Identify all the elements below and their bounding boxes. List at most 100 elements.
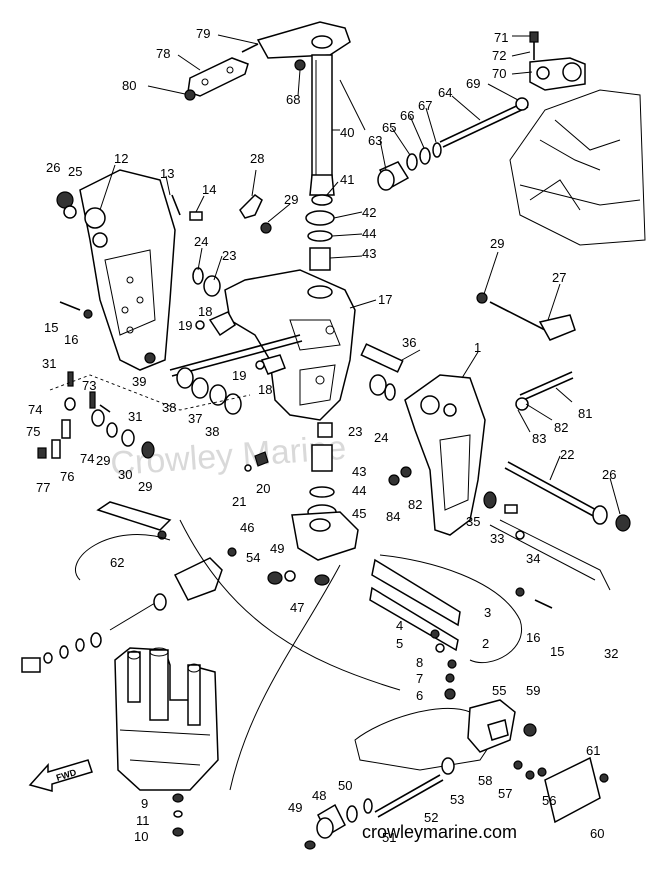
callout-39: 39 [132, 374, 146, 389]
callout-37: 37 [188, 411, 202, 426]
part-12-clamp-bracket [79, 169, 176, 371]
callout-59: 59 [526, 683, 540, 698]
callout-38-b: 38 [205, 424, 219, 439]
part-43-block [317, 422, 333, 438]
callout-18-upper: 18 [198, 304, 212, 319]
callout-15-left: 15 [44, 320, 58, 335]
part-36-pin [360, 343, 404, 373]
part-38-bushing-b [209, 384, 227, 406]
callout-78: 78 [156, 46, 170, 61]
callout-79: 79 [196, 26, 210, 41]
callout-19-upper: 19 [178, 318, 192, 333]
power-trim-tilt-unit [114, 647, 219, 791]
part-57 [525, 770, 535, 780]
callout-58: 58 [478, 773, 492, 788]
callout-35: 35 [466, 514, 480, 529]
part-31-rod [99, 404, 111, 413]
callout-33: 33 [490, 531, 504, 546]
callout-12: 12 [114, 151, 128, 166]
callout-16-right: 16 [526, 630, 540, 645]
part-37-bushing [191, 377, 209, 399]
watermark-footer: crowleymarine.com [362, 822, 517, 842]
callout-38-a: 38 [162, 400, 176, 415]
callout-45: 45 [352, 506, 366, 521]
part-54 [267, 571, 283, 585]
callout-41: 41 [340, 172, 354, 187]
callout-49-upper: 49 [270, 541, 284, 556]
callout-15-right: 15 [550, 644, 564, 659]
part-80-nut [184, 89, 196, 101]
callout-labels: 1 2 3 4 5 6 7 8 9 10 11 12 13 14 15 15 1… [26, 26, 618, 845]
callout-53: 53 [450, 792, 464, 807]
callout-11: 11 [136, 813, 150, 828]
callout-31-right: 31 [128, 409, 142, 424]
callout-65: 65 [382, 120, 396, 135]
part-65-washer [406, 153, 418, 171]
callout-81: 81 [578, 406, 592, 421]
part-82-nut [400, 466, 412, 478]
callout-62: 62 [110, 555, 124, 570]
callout-10: 10 [134, 829, 148, 844]
part-49-washer-upper [284, 570, 296, 582]
part-16-washer-right [515, 587, 525, 597]
callout-25: 25 [68, 164, 82, 179]
callout-4: 4 [396, 618, 403, 633]
part-74-washer-b [91, 409, 105, 427]
part-29-nut-left [141, 441, 155, 459]
callout-26-right: 26 [602, 467, 616, 482]
engine-outline [509, 89, 646, 246]
callout-44-lower: 44 [352, 483, 366, 498]
part-15-bolt-left [59, 301, 81, 311]
part-47-nut [314, 574, 330, 586]
callout-55: 55 [492, 683, 506, 698]
callout-48: 48 [312, 788, 326, 803]
trim-sender [173, 557, 223, 601]
callout-29-left: 29 [138, 479, 152, 494]
callout-43-upper: 43 [362, 246, 376, 261]
part-22-tube [507, 461, 601, 513]
part-46-steering-arm [291, 511, 359, 561]
callout-26-left: 26 [46, 160, 60, 175]
callout-28: 28 [250, 151, 264, 166]
part-42-washer [305, 210, 335, 226]
callout-16-left: 16 [64, 332, 78, 347]
part-41 [311, 194, 333, 206]
callout-74-b: 74 [80, 451, 94, 466]
callout-40: 40 [340, 125, 354, 140]
callout-27: 27 [552, 270, 566, 285]
part-24-washer-lower [384, 383, 396, 401]
callout-74-a: 74 [28, 402, 42, 417]
part-24-washer-upper [192, 267, 204, 285]
callout-72: 72 [492, 48, 506, 63]
callout-56: 56 [542, 793, 556, 808]
part-29-washer-left [106, 422, 118, 438]
part-44-oring [307, 230, 333, 242]
part-19-washer-upper [195, 320, 205, 330]
part-20 [254, 451, 269, 467]
part-84-nut [388, 474, 400, 486]
callout-82-left: 82 [408, 497, 422, 512]
part-5 [435, 643, 445, 653]
part-29-nut-upper [260, 222, 272, 234]
tilt-tube [169, 334, 301, 371]
part-21 [244, 464, 252, 472]
tilt-lock-assembly [529, 31, 586, 91]
part-33 [504, 504, 518, 514]
callout-17: 17 [378, 292, 392, 307]
part-63-bushing [377, 161, 410, 191]
part-53 [441, 757, 455, 775]
callout-29-mid: 29 [96, 453, 110, 468]
part-11 [173, 810, 183, 818]
callout-70: 70 [492, 66, 506, 81]
part-56 [537, 767, 547, 777]
part-64-shaft [439, 97, 529, 148]
callout-3: 3 [484, 605, 491, 620]
part-26-nut-right [615, 514, 631, 532]
callout-47: 47 [290, 600, 304, 615]
callout-60: 60 [590, 826, 604, 841]
part-23-bushing-lower [369, 374, 387, 396]
steering-arm-assembly [256, 21, 366, 196]
part-9 [172, 793, 184, 803]
callout-66: 66 [400, 108, 414, 123]
part-81-bolt [519, 371, 573, 396]
